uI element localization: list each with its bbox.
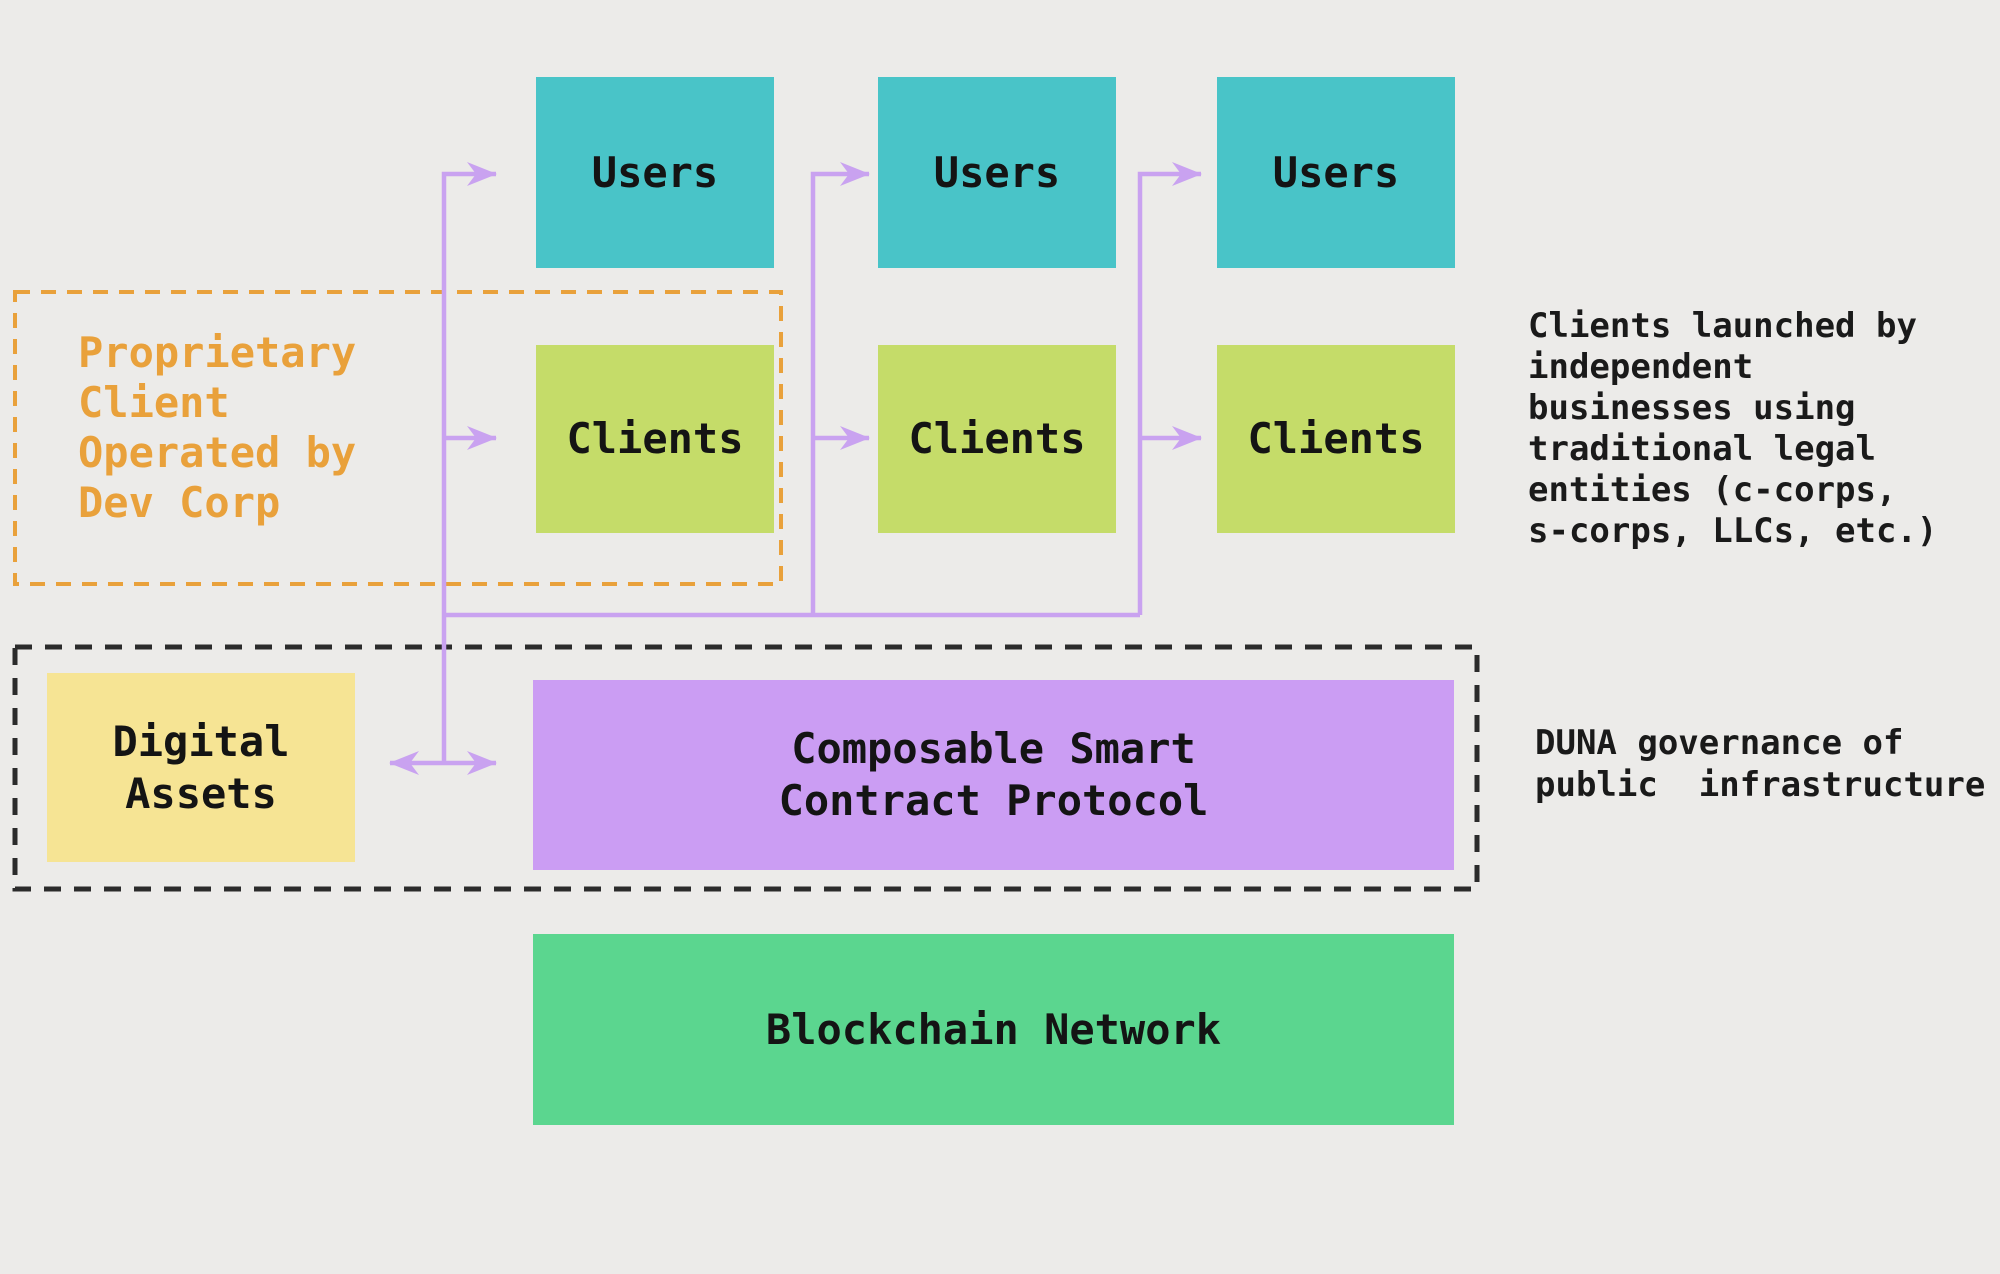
blockchain-network-box: Blockchain Network [533, 934, 1454, 1125]
clients-box-3: Clients [1217, 345, 1455, 533]
digital-assets-box: Digital Assets [47, 673, 355, 862]
clients-launched-annotation: Clients launched by independent business… [1528, 306, 1938, 551]
composable-smart-contract-protocol-box: Composable Smart Contract Protocol [533, 680, 1454, 870]
clients-box-2: Clients [878, 345, 1116, 533]
arrow-to-users-1 [441, 162, 497, 763]
users-box-1: Users [536, 77, 774, 268]
proprietary-client-label: Proprietary Client Operated by Dev Corp [78, 328, 357, 527]
users-box-3: Users [1217, 77, 1455, 268]
arrow-to-users-3 [1137, 162, 1202, 615]
duna-governance-annotation: DUNA governance of public infrastructure [1535, 723, 1986, 805]
arrow-to-users-2 [810, 162, 870, 615]
users-box-2: Users [878, 77, 1116, 268]
clients-box-1: Clients [536, 345, 774, 533]
